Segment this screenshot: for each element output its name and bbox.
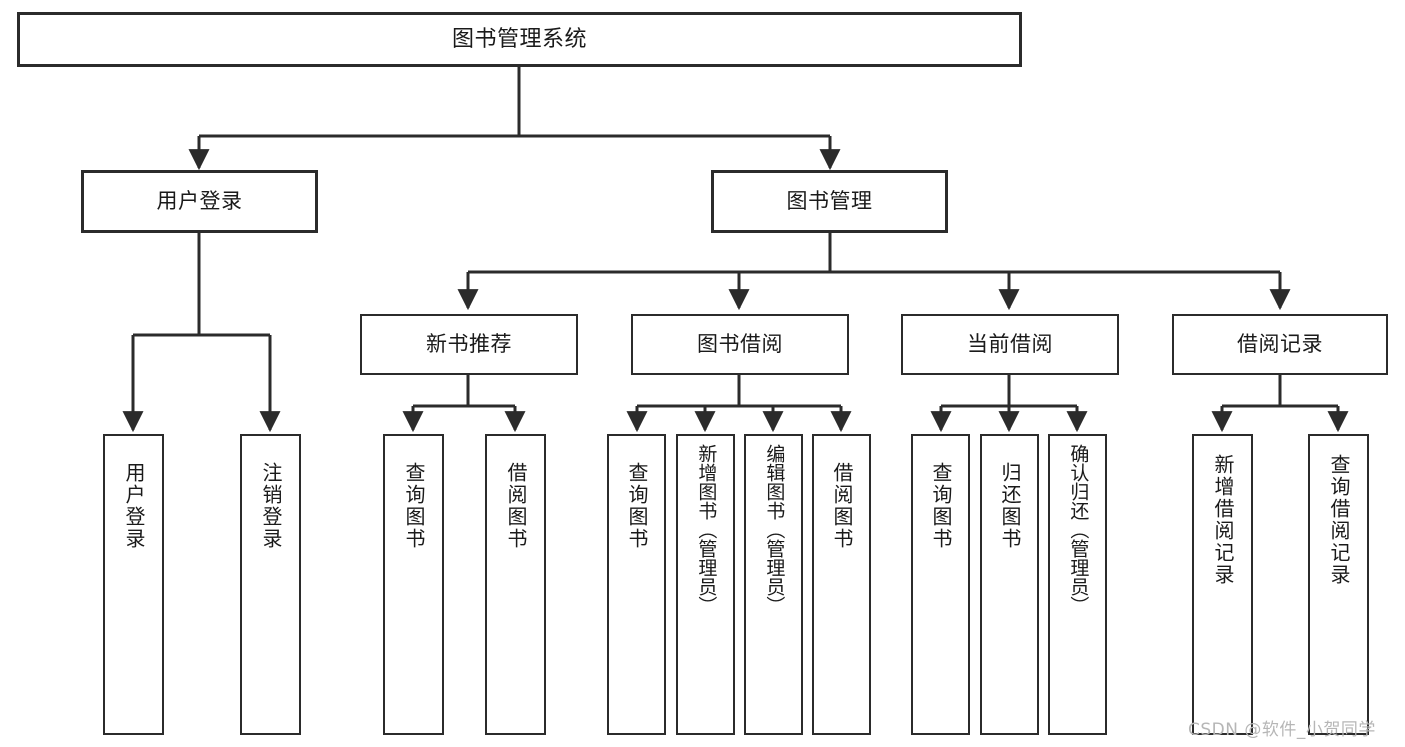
node-root-label: 图书管理系统 xyxy=(451,26,587,52)
node-new-book-recommend-label: 新书推荐 xyxy=(426,332,512,357)
leaf-book-borrow-1[interactable]: 新增图书（管理员） xyxy=(676,434,735,735)
leaf-current-borrow-2-label: 确认归还（管理员） xyxy=(1067,444,1090,615)
node-book-borrow[interactable]: 图书借阅 xyxy=(631,314,849,375)
leaf-current-borrow-0[interactable]: 查询图书 xyxy=(911,434,970,735)
leaf-user-login-0[interactable]: 用户登录 xyxy=(103,434,164,735)
leaf-book-borrow-2[interactable]: 编辑图书（管理员） xyxy=(744,434,803,735)
leaf-current-borrow-1[interactable]: 归还图书 xyxy=(980,434,1039,735)
leaf-new-book-0[interactable]: 查询图书 xyxy=(383,434,444,735)
leaf-new-book-0-label: 查询图书 xyxy=(402,462,426,550)
leaf-current-borrow-0-label: 查询图书 xyxy=(929,462,953,550)
leaf-book-borrow-0[interactable]: 查询图书 xyxy=(607,434,666,735)
leaf-current-borrow-1-label: 归还图书 xyxy=(998,462,1022,550)
leaf-book-borrow-2-label: 编辑图书（管理员） xyxy=(763,444,786,615)
leaf-book-borrow-3-label: 借阅图书 xyxy=(830,462,854,550)
leaf-book-borrow-3[interactable]: 借阅图书 xyxy=(812,434,871,735)
leaf-current-borrow-2[interactable]: 确认归还（管理员） xyxy=(1048,434,1107,735)
node-current-borrow-label: 当前借阅 xyxy=(967,332,1053,357)
leaf-user-login-1[interactable]: 注销登录 xyxy=(240,434,301,735)
leaf-new-book-1-label: 借阅图书 xyxy=(504,462,528,550)
node-current-borrow[interactable]: 当前借阅 xyxy=(901,314,1119,375)
node-new-book-recommend[interactable]: 新书推荐 xyxy=(360,314,578,375)
leaf-book-borrow-0-label: 查询图书 xyxy=(625,462,649,550)
node-root[interactable]: 图书管理系统 xyxy=(17,12,1022,67)
leaf-user-login-1-label: 注销登录 xyxy=(259,462,283,550)
node-borrow-record-label: 借阅记录 xyxy=(1237,332,1323,357)
leaf-borrow-record-0[interactable]: 新增借阅记录 xyxy=(1192,434,1253,735)
node-book-management[interactable]: 图书管理 xyxy=(711,170,948,233)
node-book-borrow-label: 图书借阅 xyxy=(697,332,783,357)
node-book-management-label: 图书管理 xyxy=(786,189,873,214)
node-borrow-record[interactable]: 借阅记录 xyxy=(1172,314,1388,375)
node-user-login-label: 用户登录 xyxy=(156,189,243,214)
leaf-user-login-0-label: 用户登录 xyxy=(122,462,146,550)
leaf-borrow-record-1-label: 查询借阅记录 xyxy=(1327,454,1351,586)
leaf-borrow-record-1[interactable]: 查询借阅记录 xyxy=(1308,434,1369,735)
leaf-borrow-record-0-label: 新增借阅记录 xyxy=(1211,454,1235,586)
leaf-new-book-1[interactable]: 借阅图书 xyxy=(485,434,546,735)
leaf-book-borrow-1-label: 新增图书（管理员） xyxy=(695,444,718,615)
node-user-login[interactable]: 用户登录 xyxy=(81,170,318,233)
